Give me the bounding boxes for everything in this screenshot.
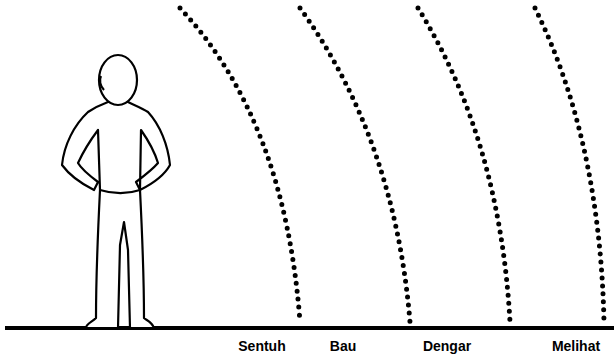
smell-range-arc xyxy=(300,8,410,322)
sense-label: Sentuh xyxy=(238,338,285,355)
sense-label: Bau xyxy=(330,338,356,355)
sense-label: Melihat xyxy=(552,338,600,355)
sight-range-arc xyxy=(535,8,604,322)
sense-label: Dengar xyxy=(423,338,471,355)
touch-range-arc xyxy=(180,8,300,322)
man-figure xyxy=(62,55,170,328)
hearing-range-arc xyxy=(418,8,510,322)
